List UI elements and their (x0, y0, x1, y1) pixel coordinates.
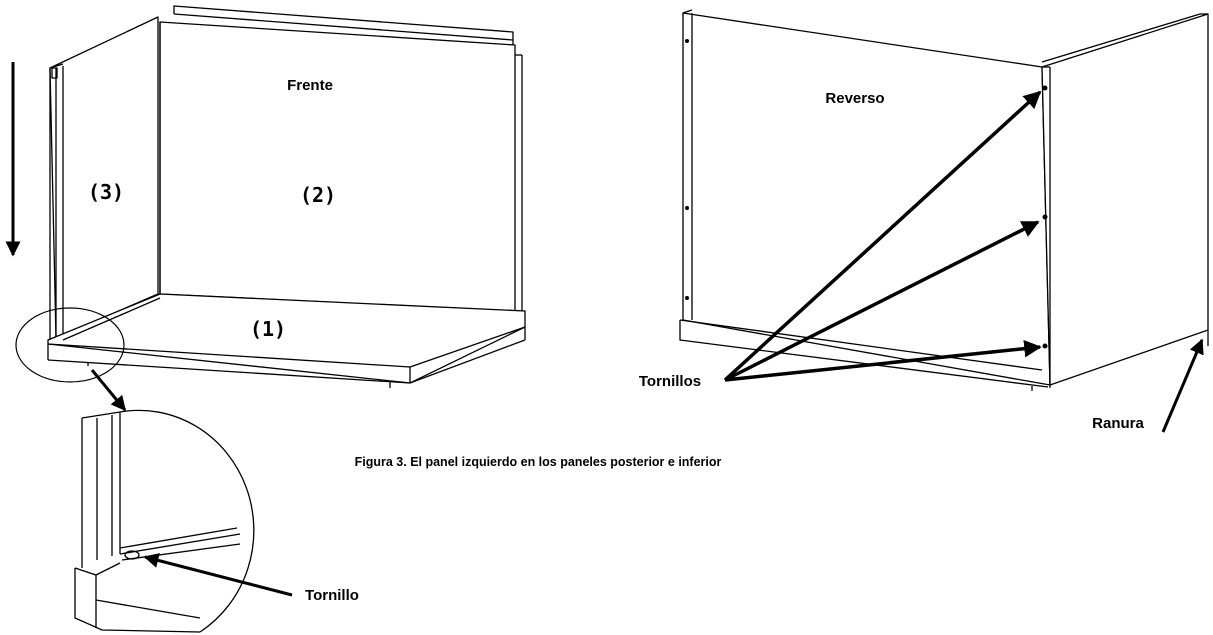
label-part-1: (1) (250, 317, 286, 341)
screw-icon (685, 296, 689, 300)
detail-callout-circle (15, 307, 125, 383)
screw-dots (685, 39, 1048, 349)
figure-caption: Figura 3. El panel izquierdo en los pane… (355, 455, 722, 469)
back-assembly-drawing (679, 9, 1209, 391)
label-part-2: (2) (300, 183, 336, 207)
tornillo-arrow (143, 553, 293, 597)
screw-icon (685, 206, 689, 210)
label-tornillos: Tornillos (639, 373, 701, 390)
label-reverso: Reverso (825, 90, 884, 107)
detail-zoom-drawing (74, 409, 255, 633)
detail-leader-arrow (90, 369, 127, 412)
label-tornillo: Tornillo (305, 587, 359, 604)
screw-icon (1042, 214, 1048, 220)
ranura-arrow (1161, 338, 1204, 433)
screw-icon (1042, 85, 1048, 91)
label-ranura: Ranura (1092, 415, 1144, 432)
screw-icon (1042, 343, 1048, 349)
label-part-3: (3) (88, 180, 124, 204)
screw-icon (685, 39, 689, 43)
label-frente: Frente (287, 77, 333, 94)
tornillos-arrows (723, 90, 1042, 382)
front-assembly-drawing (47, 5, 526, 388)
